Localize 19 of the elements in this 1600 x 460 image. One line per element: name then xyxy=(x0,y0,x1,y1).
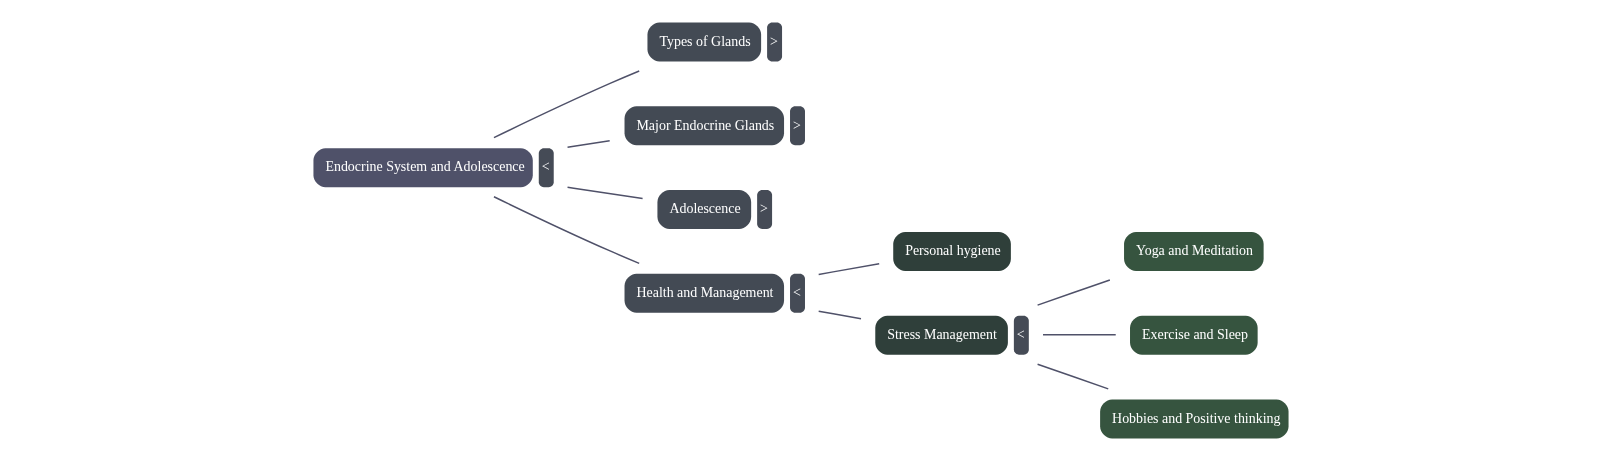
node-label: < xyxy=(792,285,801,300)
node-label: < xyxy=(541,159,550,175)
node-box: Personal hygiene xyxy=(892,232,1011,271)
connector xyxy=(1036,279,1111,306)
node-label: > xyxy=(769,33,778,49)
connector xyxy=(566,140,610,148)
connector xyxy=(492,196,640,265)
connector xyxy=(817,310,862,320)
node-label: < xyxy=(1016,326,1025,342)
connector xyxy=(817,262,880,276)
node-box: Exercise and Sleep xyxy=(1129,315,1258,355)
connector xyxy=(1041,333,1116,336)
connector xyxy=(566,186,643,200)
node-box: Yoga and Meditation xyxy=(1123,232,1264,271)
connector xyxy=(492,70,640,139)
node-label: > xyxy=(759,201,768,217)
node-label: > xyxy=(792,117,801,133)
node-box: Hobbies and Positive thinking xyxy=(1099,399,1289,439)
connector xyxy=(1036,363,1109,390)
